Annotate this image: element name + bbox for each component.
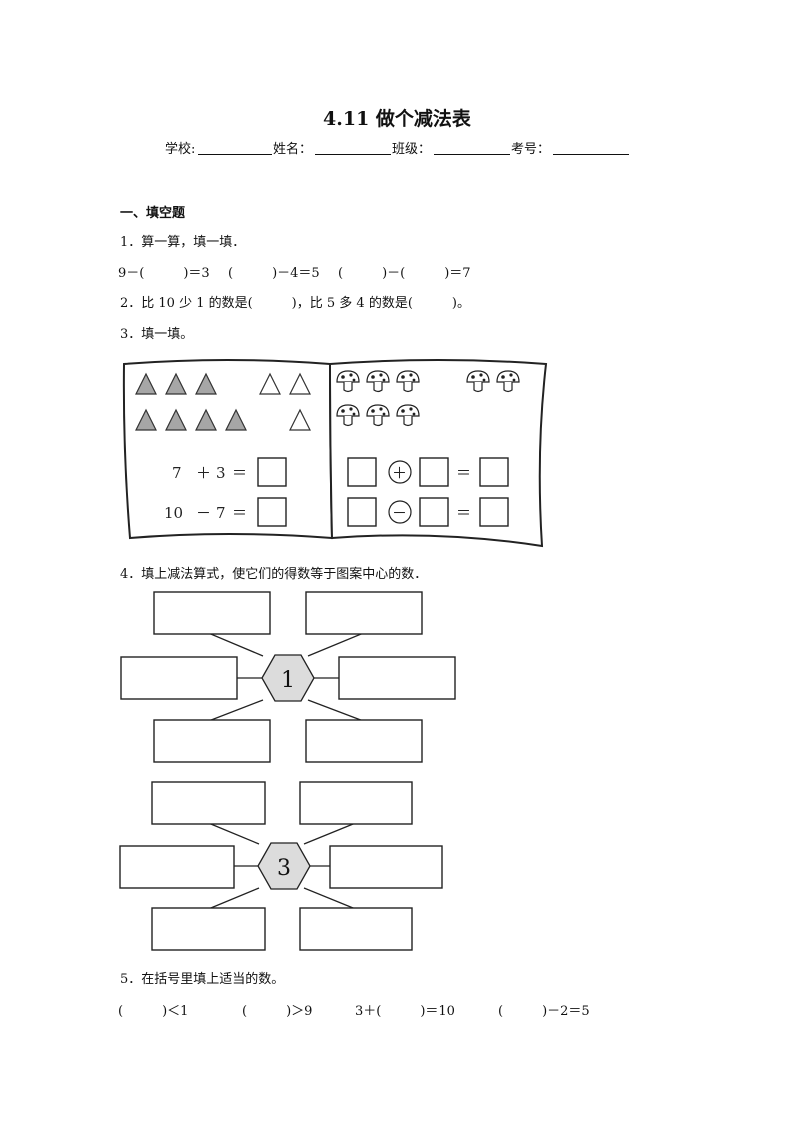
question-5-item-4[interactable]: ( )－2＝5 bbox=[498, 1004, 590, 1019]
answer-box[interactable] bbox=[329, 845, 443, 889]
question-5-prompt: 5．在括号里填上适当的数。 bbox=[120, 972, 285, 987]
answer-box[interactable] bbox=[338, 656, 456, 700]
hexagon-diagram-1: 1 bbox=[120, 591, 456, 763]
eq1-b: 3 bbox=[216, 464, 226, 482]
question-5-item-1[interactable]: ( )＜1 bbox=[118, 1004, 189, 1019]
center-hexagon bbox=[257, 842, 311, 890]
answer-box[interactable] bbox=[299, 781, 413, 825]
plus-sign: ＋ bbox=[392, 464, 407, 482]
answer-box[interactable] bbox=[479, 457, 509, 487]
triangle-icon bbox=[259, 372, 281, 395]
equals-sign: ＝ bbox=[456, 464, 471, 482]
answer-box[interactable] bbox=[120, 656, 238, 700]
minus-sign: － bbox=[392, 504, 407, 522]
answer-box[interactable] bbox=[305, 591, 423, 635]
eq2-eq: ＝ bbox=[232, 504, 247, 522]
question-5-item-2[interactable]: ( )＞9 bbox=[242, 1004, 313, 1019]
answer-box[interactable] bbox=[153, 719, 271, 763]
answer-box[interactable] bbox=[419, 457, 449, 487]
school-field[interactable] bbox=[198, 140, 272, 155]
question-1-item-3[interactable]: ( )－( )＝7 bbox=[338, 266, 471, 281]
eq2-a: 10 bbox=[164, 504, 183, 522]
answer-box[interactable] bbox=[119, 845, 235, 889]
class-label: 班级： bbox=[392, 142, 432, 157]
answer-box[interactable] bbox=[257, 457, 287, 487]
eq2-b: 7 bbox=[216, 504, 226, 522]
eq2-op: － bbox=[196, 504, 211, 522]
question-2[interactable]: 2．比 10 少 1 的数是( )，比 5 多 4 的数是( )。 bbox=[120, 296, 470, 311]
answer-box[interactable] bbox=[347, 457, 377, 487]
triangle-icon bbox=[135, 372, 157, 395]
triangle-icon bbox=[195, 372, 217, 395]
triangle-icon bbox=[289, 408, 311, 431]
question-1-item-2[interactable]: ( )－4＝5 bbox=[228, 266, 320, 281]
equals-sign: ＝ bbox=[456, 504, 471, 522]
question-5-item-3[interactable]: 3＋( )＝10 bbox=[355, 1004, 455, 1019]
class-field[interactable] bbox=[434, 140, 510, 155]
page-title: 4.11 做个减法表 bbox=[323, 108, 471, 130]
center-number: 3 bbox=[277, 856, 291, 881]
triangle-icon bbox=[165, 372, 187, 395]
answer-box[interactable] bbox=[347, 497, 377, 527]
triangle-icon bbox=[165, 408, 187, 431]
answer-box[interactable] bbox=[257, 497, 287, 527]
triangle-icon bbox=[135, 408, 157, 431]
minus-circle bbox=[388, 500, 412, 524]
plus-circle bbox=[388, 460, 412, 484]
answer-box[interactable] bbox=[151, 907, 266, 951]
question-1-item-1[interactable]: 9－( )＝3 bbox=[118, 266, 210, 281]
triangle-icon bbox=[195, 408, 217, 431]
answer-box[interactable] bbox=[305, 719, 423, 763]
eq1-eq: ＝ bbox=[232, 464, 247, 482]
answer-box[interactable] bbox=[479, 497, 509, 527]
center-hexagon bbox=[261, 654, 315, 702]
eq1-op: ＋ bbox=[196, 464, 211, 482]
triangle-icon bbox=[225, 408, 247, 431]
answer-box[interactable] bbox=[151, 781, 266, 825]
eq1-a: 7 bbox=[172, 464, 182, 482]
exam-no-label: 考号： bbox=[511, 142, 551, 157]
school-label: 学校: bbox=[165, 142, 196, 157]
triangle-icon bbox=[289, 372, 311, 395]
center-number: 1 bbox=[281, 668, 295, 693]
question-3-picture: 7 ＋ 3 ＝ 10 － 7 ＝ ＋ ＝ － ＝ bbox=[122, 359, 548, 548]
answer-box[interactable] bbox=[153, 591, 271, 635]
name-label: 姓名： bbox=[273, 142, 313, 157]
answer-box[interactable] bbox=[419, 497, 449, 527]
question-4-prompt: 4．填上减法算式，使它们的得数等于图案中心的数． bbox=[120, 567, 428, 582]
answer-box[interactable] bbox=[299, 907, 413, 951]
name-field[interactable] bbox=[315, 140, 391, 155]
question-1-prompt: 1．算一算，填一填． bbox=[120, 235, 246, 250]
section-header: 一、填空题 bbox=[120, 206, 186, 221]
question-3-prompt: 3．填一填。 bbox=[120, 327, 194, 342]
exam-no-field[interactable] bbox=[553, 140, 629, 155]
hexagon-diagram-2: 3 bbox=[119, 781, 443, 951]
